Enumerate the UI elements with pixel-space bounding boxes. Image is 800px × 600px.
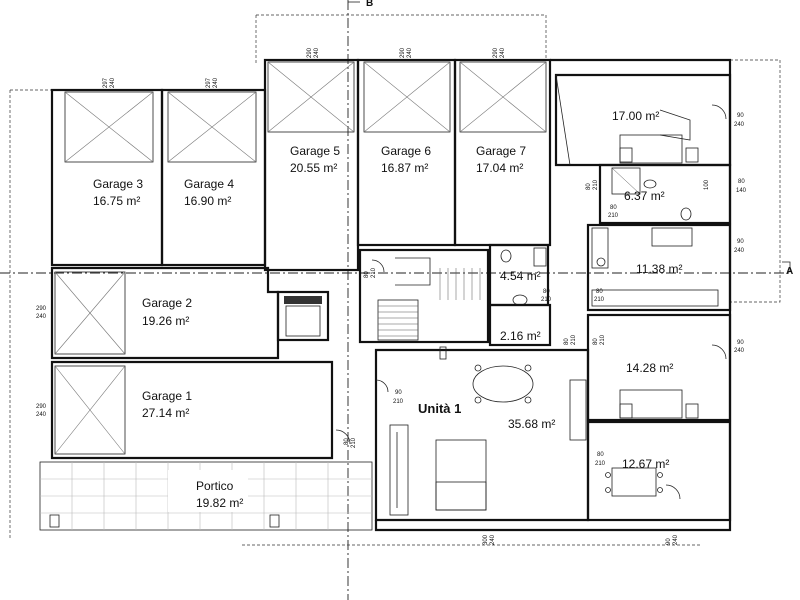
garage-7-label: Garage 7 bbox=[476, 144, 526, 158]
garage-5-area: 20.55 m² bbox=[290, 161, 337, 175]
stair-door-h: 210 bbox=[371, 267, 377, 278]
garage-2-dim-h: 240 bbox=[36, 314, 47, 320]
bathroom-1-window-w: 100 bbox=[704, 179, 710, 190]
bathroom-1-window2-w: 80 bbox=[738, 179, 745, 185]
bedroom-2-door-h: 210 bbox=[600, 334, 606, 345]
kitchen-window-h: 240 bbox=[734, 248, 745, 254]
bathroom-2-area: 4.54 m² bbox=[500, 269, 541, 283]
garage-4-dim-w: 297 bbox=[206, 77, 212, 88]
living-room: Unità 1 35.68 m² 90 210 80 210 300 240 9… bbox=[335, 346, 679, 545]
garage-4-label: Garage 4 bbox=[184, 177, 234, 191]
bathroom-1-door-h: 210 bbox=[593, 179, 599, 190]
bedroom-2-window-w: 90 bbox=[737, 340, 744, 346]
wc-door-w: 80 bbox=[564, 338, 570, 345]
bathroom-1: 6.37 m² 80 210 80 210 100 80 140 bbox=[586, 163, 747, 225]
wc: 2.16 m² 80 210 bbox=[488, 303, 577, 347]
portico-door-w: 80 bbox=[344, 438, 350, 445]
garage-2-area: 19.26 m² bbox=[142, 314, 189, 328]
garage-1-label: Garage 1 bbox=[142, 389, 192, 403]
garage-5-label: Garage 5 bbox=[290, 144, 340, 158]
stair-door-w: 80 bbox=[364, 271, 370, 278]
bathroom-2-door-h: 210 bbox=[541, 297, 552, 303]
kitchen-door-w: 80 bbox=[596, 289, 603, 295]
garage-1-dim-h: 240 bbox=[36, 412, 47, 418]
bedroom-2-window-h: 240 bbox=[734, 348, 745, 354]
wc-door-h: 210 bbox=[571, 334, 577, 345]
bathroom-1-area: 6.37 m² bbox=[624, 189, 665, 203]
bathroom-1-door-w: 80 bbox=[586, 183, 592, 190]
bathroom-2: 4.54 m² 80 210 bbox=[488, 243, 552, 307]
garage-4: Garage 4 16.90 m² 297 240 bbox=[160, 77, 267, 267]
garage-6-dim-h: 240 bbox=[407, 47, 413, 58]
garage-7-area: 17.04 m² bbox=[476, 161, 523, 175]
portico: Portico 19.82 m² bbox=[39, 461, 373, 531]
living-area: 35.68 m² bbox=[508, 417, 555, 431]
garage-3-dim-w: 297 bbox=[103, 77, 109, 88]
bedroom-2-area: 14.28 m² bbox=[626, 361, 673, 375]
study: 12.67 m² 80 210 bbox=[586, 420, 732, 522]
bedroom-1: 17.00 m² 90 240 bbox=[554, 73, 745, 167]
garage-7-dim-h: 240 bbox=[500, 47, 506, 58]
bedroom-1-area: 17.00 m² bbox=[612, 109, 659, 123]
bathroom-1-window2-h: 140 bbox=[736, 188, 747, 194]
bathroom-2-door-w: 80 bbox=[543, 289, 550, 295]
garage-6-label: Garage 6 bbox=[381, 144, 431, 158]
garage-1-dim-w: 290 bbox=[36, 404, 47, 410]
bottom-window-1-h: 240 bbox=[490, 534, 496, 545]
garage-7: Garage 7 17.04 m² 290 240 bbox=[453, 47, 552, 247]
garage-3: Garage 3 16.75 m² 297 240 bbox=[50, 77, 164, 267]
portico-door-h: 210 bbox=[351, 437, 357, 448]
garage-6: Garage 6 16.87 m² 290 240 bbox=[356, 47, 457, 247]
study-door-w: 80 bbox=[597, 452, 604, 458]
section-label-a: A bbox=[786, 266, 793, 277]
garage-4-area: 16.90 m² bbox=[184, 194, 231, 208]
bedroom-1-window-w: 90 bbox=[737, 113, 744, 119]
garage-3-area: 16.75 m² bbox=[93, 194, 140, 208]
bedroom-2-door-w: 80 bbox=[593, 338, 599, 345]
garage-5: Garage 5 20.55 m² 290 240 bbox=[263, 47, 360, 272]
section-marker-a: A bbox=[782, 261, 793, 277]
kitchen-door-h: 210 bbox=[594, 297, 605, 303]
garage-1: Garage 1 27.14 m² 290 240 bbox=[36, 360, 334, 460]
stair-steps bbox=[378, 268, 481, 337]
bottom-window-1-w: 300 bbox=[483, 534, 489, 545]
garage-2: Garage 2 19.26 m² 290 240 bbox=[36, 266, 280, 360]
bedroom-2: 14.28 m² 80 210 90 240 bbox=[586, 313, 745, 422]
bathroom-1-door2-h: 210 bbox=[608, 213, 619, 219]
unit-label: Unità 1 bbox=[418, 401, 461, 416]
wc-area: 2.16 m² bbox=[500, 329, 541, 343]
garage-5-dim-h: 240 bbox=[314, 47, 320, 58]
garage-1-area: 27.14 m² bbox=[142, 406, 189, 420]
kitchen: 11.38 m² 90 240 80 210 bbox=[586, 223, 745, 312]
garage-2-label: Garage 2 bbox=[142, 296, 192, 310]
upper-floor-outline bbox=[9, 14, 781, 546]
garage-7-dim-w: 290 bbox=[493, 47, 499, 58]
garage-2-dim-w: 290 bbox=[36, 306, 47, 312]
kitchen-area: 11.38 m² bbox=[636, 262, 682, 276]
unit-perimeter bbox=[374, 58, 732, 532]
stair-core: 80 210 bbox=[276, 248, 490, 344]
living-door-w: 90 bbox=[395, 390, 402, 396]
study-door-h: 210 bbox=[595, 461, 606, 467]
portico-label: Portico bbox=[196, 479, 234, 493]
garage-6-dim-w: 290 bbox=[400, 47, 406, 58]
portico-area: 19.82 m² bbox=[196, 496, 243, 510]
section-label-b: B bbox=[366, 0, 373, 9]
garage-6-area: 16.87 m² bbox=[381, 161, 428, 175]
garage-4-dim-h: 240 bbox=[213, 77, 219, 88]
garage-3-dim-h: 240 bbox=[110, 77, 116, 88]
section-marker-b: B bbox=[348, 0, 373, 9]
bottom-window-2-h: 240 bbox=[673, 534, 679, 545]
bedroom-1-window-h: 240 bbox=[734, 122, 745, 128]
living-door-h: 210 bbox=[393, 399, 404, 405]
garage-5-dim-w: 290 bbox=[307, 47, 313, 58]
bathroom-1-door2-w: 80 bbox=[610, 205, 617, 211]
study-area: 12.67 m² bbox=[622, 457, 669, 471]
kitchen-window-w: 90 bbox=[737, 239, 744, 245]
garage-3-label: Garage 3 bbox=[93, 177, 143, 191]
bottom-window-2-w: 90 bbox=[666, 538, 672, 545]
